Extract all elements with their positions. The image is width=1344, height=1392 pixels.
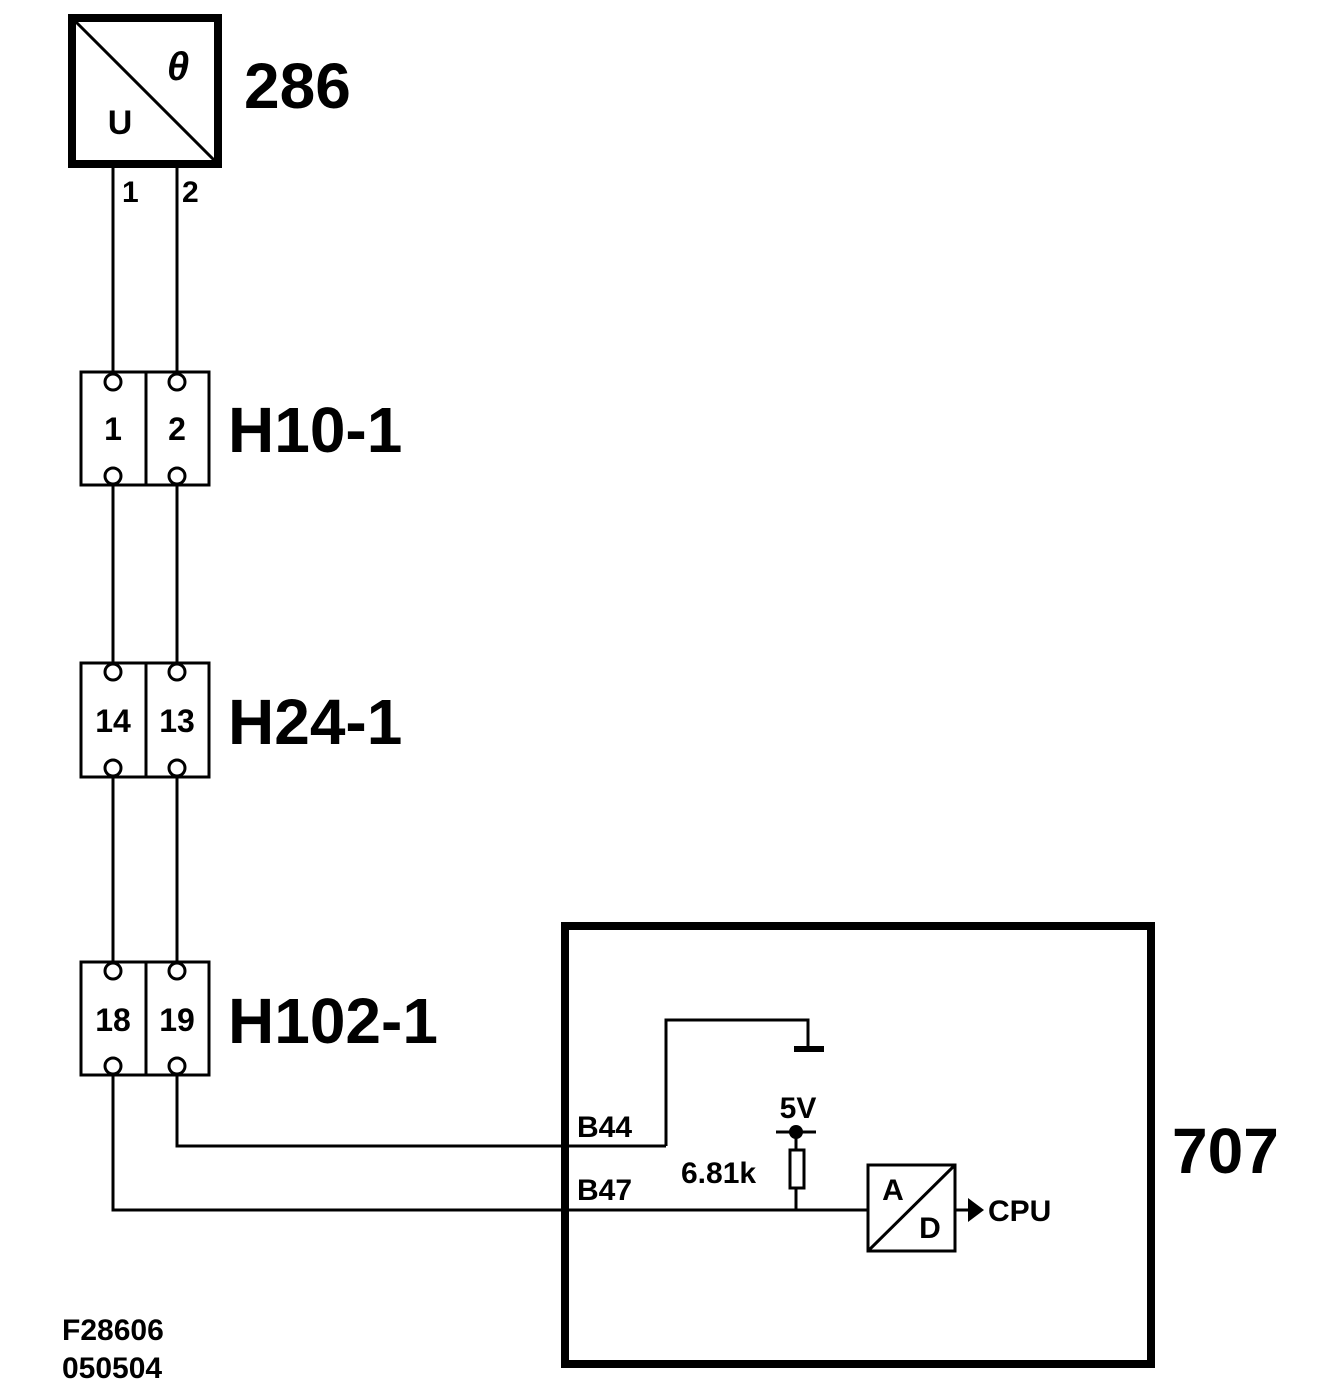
- connector-pin-cell: [144, 661, 211, 779]
- terminal: [167, 662, 187, 682]
- terminal: [103, 961, 123, 981]
- terminal: [167, 466, 187, 486]
- terminal: [103, 758, 123, 778]
- terminal: [103, 466, 123, 486]
- connector-id-label: H10-1: [228, 394, 402, 466]
- pin-b44-label: B44: [577, 1111, 632, 1144]
- sensor-output-symbol: U: [108, 104, 133, 142]
- figure-footer: F28606 050504: [62, 1314, 164, 1385]
- wire-to-b44: [175, 1074, 666, 1148]
- terminal: [167, 372, 187, 392]
- connector-pin-label: 19: [159, 1002, 195, 1038]
- supply-voltage-label: 5V: [780, 1092, 817, 1125]
- resistor-value-label: 6.81k: [681, 1157, 756, 1190]
- adc-diagonal: [866, 1163, 957, 1253]
- arrow-right-icon: [968, 1198, 984, 1222]
- adc-input-label: A: [882, 1174, 904, 1207]
- connector-pin-label: 2: [168, 411, 186, 447]
- sensor-id-label: 286: [244, 50, 351, 122]
- terminal: [167, 1056, 187, 1076]
- control-unit-707: 707 B44 B47 5V 6.81k A D CPU: [561, 922, 1279, 1368]
- connector-pin-label: 1: [104, 411, 122, 447]
- terminal: [167, 758, 187, 778]
- sensor-input-symbol: θ: [167, 45, 189, 89]
- wire-to-b47: [111, 1074, 868, 1212]
- wire-harness: [111, 166, 868, 1212]
- sensor-pin-2-label: 2: [182, 176, 199, 209]
- connector-h24-1: 14 13 H24-1: [79, 661, 402, 779]
- cpu-label: CPU: [988, 1195, 1051, 1228]
- sensor-box: [68, 14, 222, 168]
- control-unit-id-label: 707: [1172, 1115, 1279, 1187]
- connector-pin-label: 13: [159, 703, 195, 739]
- sensor-286: θ U 286 1 2: [68, 14, 351, 209]
- adc-block: A D: [866, 1163, 957, 1253]
- pin-b47-label: B47: [577, 1174, 632, 1207]
- adc-output-label: D: [919, 1212, 941, 1245]
- connector-pin-label: 14: [95, 703, 131, 739]
- terminal: [103, 372, 123, 392]
- control-unit-box: [561, 922, 1155, 1368]
- terminal: [103, 662, 123, 682]
- connector-h102-1: 18 19 H102-1: [79, 960, 438, 1077]
- terminal: [167, 961, 187, 981]
- resistor-icon: [788, 1148, 806, 1190]
- sensor-pin-1-label: 1: [122, 176, 139, 209]
- ground-wire: [664, 1018, 810, 1146]
- sensor-diagonal: [72, 18, 218, 164]
- date-code: 050504: [62, 1352, 162, 1385]
- connector-id-label: H102-1: [228, 985, 438, 1057]
- connector-id-label: H24-1: [228, 686, 402, 758]
- figure-id: F28606: [62, 1314, 164, 1347]
- connector-h10-1: 1 2 H10-1: [79, 370, 402, 487]
- terminal: [103, 1056, 123, 1076]
- connector-pin-label: 18: [95, 1002, 131, 1038]
